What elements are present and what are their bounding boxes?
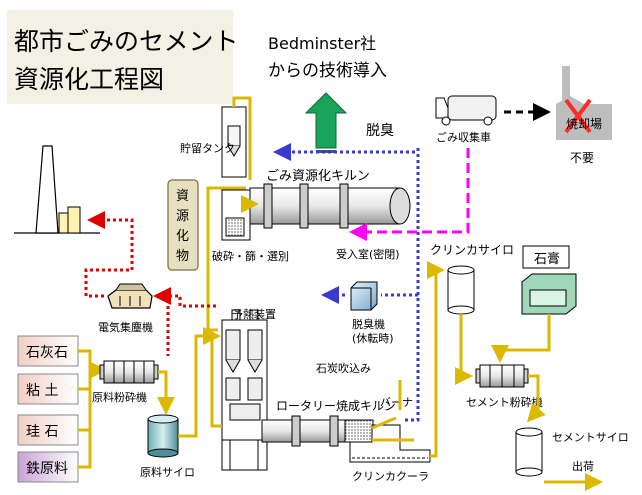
rotary-kiln-label: ロータリー焼成キルン <box>276 399 396 413</box>
deodorizer-icon <box>350 281 378 311</box>
title-line1: 都市ごみのセメント <box>14 27 239 56</box>
garbage-truck-icon <box>435 95 497 126</box>
raw-material-label: 石灰石 <box>26 345 68 361</box>
raw-material-label: 粘 土 <box>26 383 58 399</box>
burner-label: バーナ <box>380 396 413 409</box>
raw-material-limestone: 石灰石 <box>17 335 79 367</box>
resource-material-char-1: 資 <box>176 189 189 204</box>
incinerator-icon <box>556 66 612 140</box>
title-box <box>7 10 233 104</box>
coal-injection-line <box>371 380 402 430</box>
gypsum-label: 石膏 <box>534 251 560 267</box>
coal-injection-label: 石炭吹込み <box>316 362 371 375</box>
exhaust-flow-lines <box>84 211 216 356</box>
resource-material-box <box>167 179 199 271</box>
storage-tank-label: 貯留タンク <box>180 142 235 155</box>
cement-silo-icon <box>515 427 543 477</box>
material-flow-lines <box>157 96 603 491</box>
garbage-truck-label: ごみ収集車 <box>436 130 491 144</box>
not-needed-label: 不要 <box>570 151 594 165</box>
preheater-tower-icon <box>221 309 268 471</box>
deodorizer-label-line2: (休転時) <box>352 332 394 345</box>
electrostatic-precipitator-label: 電気集塵機 <box>98 320 153 334</box>
chimney-icon <box>14 145 100 234</box>
title-line2: 資源化工程図 <box>14 65 164 94</box>
garbage-flow-lines <box>349 148 470 241</box>
clinker-silo-label: クリンカサイロ <box>430 243 514 257</box>
raw-mill-icon <box>99 360 159 384</box>
resource-material-char-3: 化 <box>176 229 189 244</box>
cement-silo-label: セメントサイロ <box>552 431 629 444</box>
resource-material-char-4: 物 <box>176 249 189 264</box>
resource-material-char-2: 源 <box>176 209 189 224</box>
raw-material-label: 鉄原料 <box>26 461 68 477</box>
deodorize-label: 脱臭 <box>366 123 394 139</box>
crush-sort-label: 破砕・篩・選別 <box>212 249 289 263</box>
raw-material-clay: 粘 土 <box>17 373 79 405</box>
upward-arrow-icon <box>304 92 348 153</box>
deodorize-flow-lines <box>273 143 420 422</box>
shipping-label: 出荷 <box>572 459 594 473</box>
raw-mill-label: 原料粉砕機 <box>92 390 147 404</box>
raw-material-label: 珪 石 <box>26 424 58 440</box>
tech-note-line1: Bedminster社 <box>268 34 376 53</box>
raw-feed-lines <box>78 349 107 469</box>
clinker-cooler-icon <box>349 424 431 463</box>
resource-kiln-label: ごみ資源化キルン <box>266 168 370 184</box>
raw-silo-icon <box>147 414 179 458</box>
deodorizer-label-line1: 脱臭機 <box>352 317 385 331</box>
incinerator-label: 焼却場 <box>566 117 602 131</box>
receiving-room-label: 受入室(密閉) <box>336 247 400 261</box>
gypsum-label-box <box>522 245 570 269</box>
clinker-cooler-label: クリンカクーラ <box>352 470 429 483</box>
tech-note-line2: からの技術導入 <box>268 61 387 81</box>
cement-mill-label: セメント粉砕機 <box>466 395 543 409</box>
cement-mill-icon <box>475 364 529 388</box>
gypsum-hopper-icon <box>521 273 577 315</box>
resource-kiln-icon <box>221 183 411 241</box>
raw-silo-label: 原料サイロ <box>140 465 195 479</box>
raw-material-silica: 珪 石 <box>17 414 79 446</box>
storage-tank-icon <box>221 106 247 178</box>
rotary-kiln-icon <box>261 415 374 447</box>
preheater-label: 予熱装置 <box>232 308 276 321</box>
clinker-silo-icon <box>447 265 475 315</box>
electrostatic-precipitator-icon <box>107 283 153 309</box>
raw-material-iron: 鉄原料 <box>17 451 79 483</box>
